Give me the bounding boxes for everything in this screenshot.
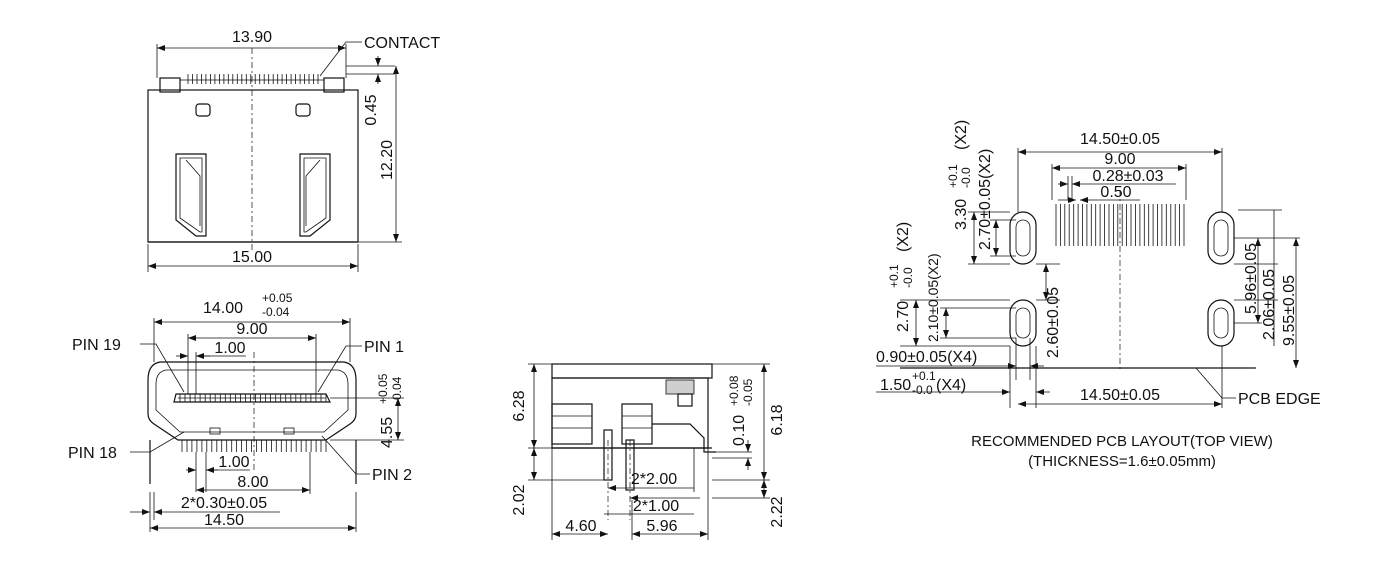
label-contact: CONTACT	[364, 35, 440, 52]
dim-955: 9.55±0.05	[1281, 275, 1298, 346]
dim-2x200: 2*2.00	[631, 471, 677, 488]
dim-206: 2.06±0.05	[1261, 269, 1278, 340]
front-view-body	[147, 352, 357, 484]
side-view-dimensions: 6.28 2.02 0.10 +0.08 -0.05 6.18 2.22 2*2…	[511, 363, 786, 540]
dim-222: 2.22	[769, 496, 786, 527]
dim-1450-front: 14.50	[204, 512, 244, 529]
label-pin2: PIN 2	[372, 467, 412, 484]
dim-top-width: 13.90	[232, 29, 272, 46]
dim-150: 1.50	[880, 377, 911, 394]
x4-150: (X4)	[936, 377, 966, 394]
dim-900-front: 9.00	[236, 321, 267, 338]
dim-1400: 14.00	[203, 300, 243, 317]
dim-050: 0.50	[1100, 184, 1131, 201]
dim-596: 5.96	[646, 518, 677, 535]
label-pcb-edge: PCB EDGE	[1238, 391, 1321, 408]
pcb-layout: 14.50±0.05 9.00 0.28±0.03 0.50 3.30 +0.1…	[876, 120, 1321, 470]
tol-455-minus: -0.04	[390, 376, 404, 404]
top-view-body	[147, 48, 359, 250]
dim-1450-pcb-top: 14.50±0.05	[1080, 131, 1160, 148]
tol-330-plus: +0.1	[946, 164, 960, 188]
dim-628: 6.28	[511, 390, 528, 421]
top-view: 13.90 CONTACT 0.45 12.20 15.00	[147, 29, 440, 272]
dim-455: 4.55	[379, 417, 396, 448]
dim-010: 0.10	[731, 415, 748, 446]
tol-270b-minus: -0.0	[901, 267, 915, 288]
dim-260: 2.60±0.05	[1045, 287, 1062, 358]
tol-150-minus: -0.0	[912, 383, 933, 397]
dim-1220: 12.20	[379, 140, 396, 180]
dim-460: 4.60	[565, 518, 596, 535]
tol-150-plus: +0.1	[912, 369, 936, 383]
pcb-caption: RECOMMENDED PCB LAYOUT(TOP VIEW)	[971, 433, 1273, 450]
top-view-dimensions: 13.90 CONTACT 0.45 12.20 15.00	[147, 29, 440, 272]
dim-1500: 15.00	[232, 249, 272, 266]
tol-010-minus: -0.05	[741, 378, 755, 406]
dim-090: 0.90±0.05(X4)	[876, 349, 977, 366]
tol-270b-plus: +0.1	[887, 264, 901, 288]
tol-1400-plus: +0.05	[262, 291, 293, 305]
dim-100-top: 1.00	[214, 340, 245, 357]
dim-100-bottom: 1.00	[218, 454, 249, 471]
front-view: 14.00 +0.05 -0.04 9.00 1.00 PIN 19 PIN 1…	[68, 291, 412, 532]
dim-045: 0.45	[363, 94, 380, 125]
dim-900-pcb: 9.00	[1104, 151, 1135, 168]
dim-596-pcb: 5.96±0.05	[1243, 243, 1260, 314]
pcb-caption-thickness: (THICKNESS=1.6±0.05mm)	[1028, 453, 1216, 470]
dim-2x100: 2*1.00	[633, 498, 679, 515]
dim-800: 8.00	[237, 474, 268, 491]
tol-330-minus: -0.0	[959, 167, 973, 188]
side-view: 6.28 2.02 0.10 +0.08 -0.05 6.18 2.22 2*2…	[511, 363, 786, 540]
side-view-body	[551, 363, 716, 520]
label-pin19: PIN 19	[72, 337, 121, 354]
dim-210: 2.10±0.05(X2)	[925, 253, 941, 342]
dim-270-b: 2.70	[895, 301, 912, 332]
x2-330: (X2)	[953, 120, 970, 150]
label-pin1: PIN 1	[364, 339, 404, 356]
label-pin18: PIN 18	[68, 445, 117, 462]
tol-010-plus: +0.08	[727, 375, 741, 406]
x2-270b: (X2)	[895, 222, 912, 252]
dim-028: 0.28±0.03	[1092, 168, 1163, 185]
tol-455-plus: +0.05	[376, 373, 390, 404]
dim-618: 6.18	[769, 404, 786, 435]
dim-1450-pcb-bottom: 14.50±0.05	[1080, 387, 1160, 404]
front-view-dimensions: 14.00 +0.05 -0.04 9.00 1.00 PIN 19 PIN 1…	[68, 291, 412, 532]
pcb-layout-dimensions: 14.50±0.05 9.00 0.28±0.03 0.50 3.30 +0.1…	[876, 120, 1321, 408]
tol-1400-minus: -0.04	[262, 305, 290, 319]
dim-030: 2*0.30±0.05	[181, 495, 267, 512]
dim-270-x2: 2.70±0.05(X2)	[977, 149, 994, 250]
dim-330: 3.30	[953, 199, 970, 230]
dim-202: 2.02	[511, 484, 528, 515]
